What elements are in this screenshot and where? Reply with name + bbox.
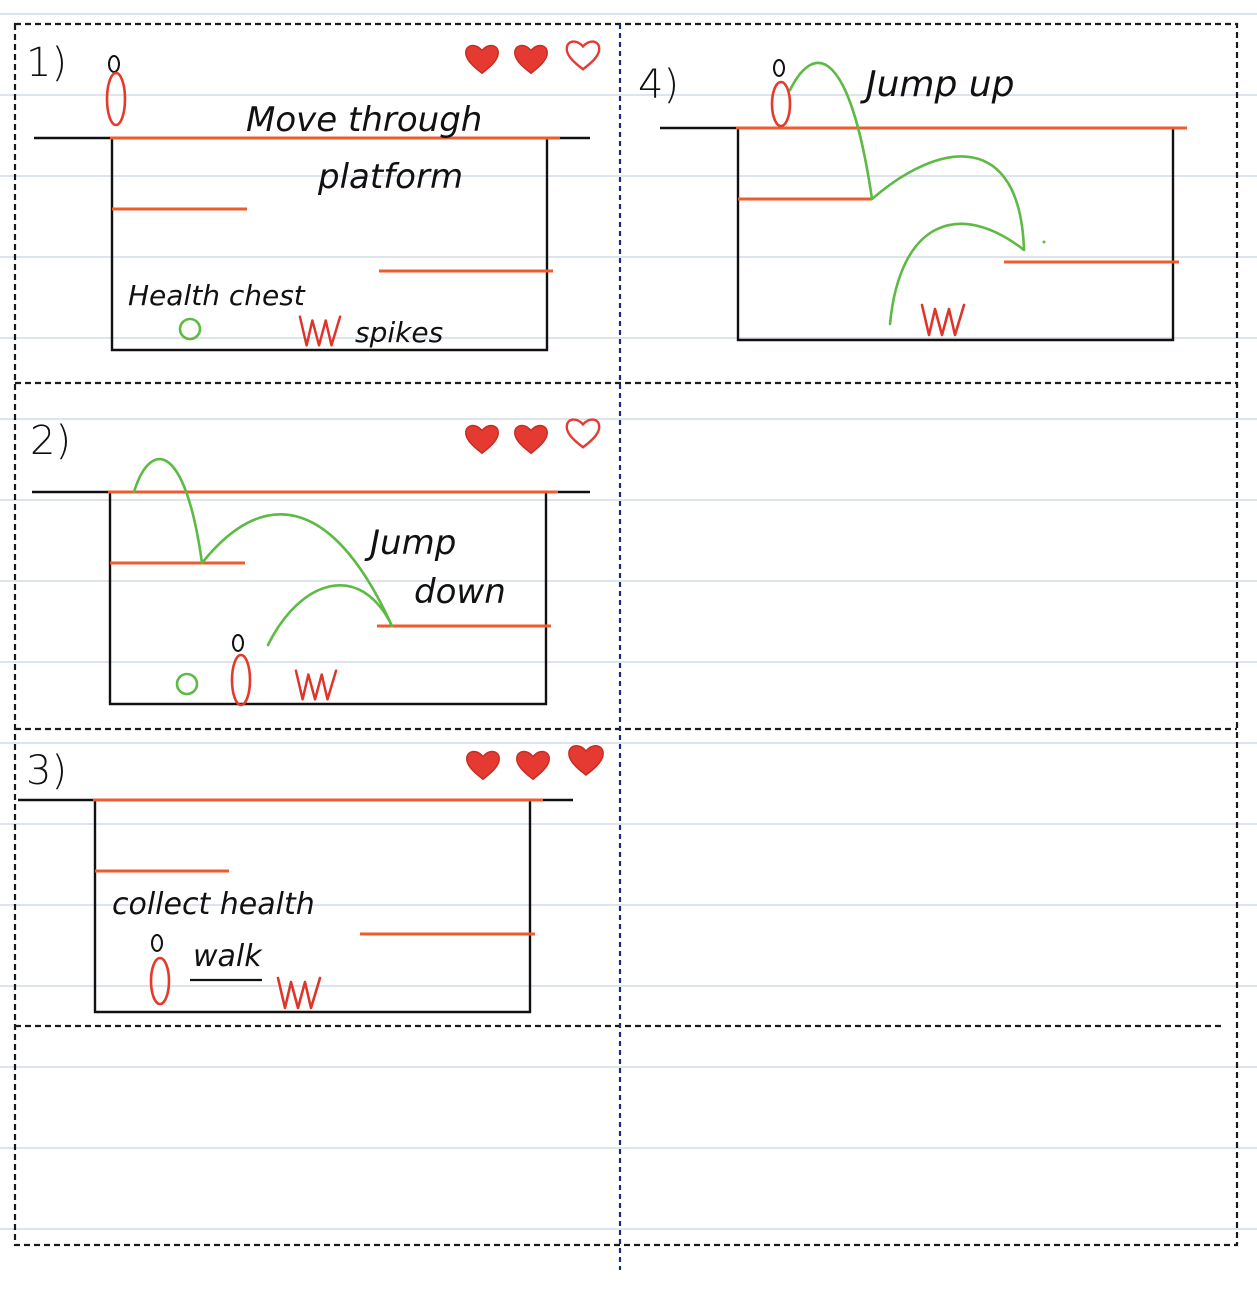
label-spikes: spikes <box>355 316 443 349</box>
heart-full-icon <box>516 750 550 780</box>
panel-number: 3) <box>26 748 67 794</box>
storyboard-frames <box>13 22 1239 1247</box>
caption-line-1: collect health <box>112 887 315 922</box>
panel-number: 2) <box>30 418 71 464</box>
pit-outline <box>32 490 590 706</box>
label-health-chest: Health chest <box>128 279 306 312</box>
caption-line-2: walk <box>193 939 263 974</box>
panel-1: 1) Move through platform Health chest sp… <box>26 40 601 352</box>
heart-full-icon <box>568 745 604 776</box>
hearts-row <box>465 40 601 74</box>
hearts-row <box>466 745 604 780</box>
spikes-icon <box>294 669 338 701</box>
heart-outline-icon <box>565 418 601 449</box>
hearts-row <box>465 418 601 454</box>
panel-2: 2) Jump down <box>30 418 601 707</box>
panel-3: 3) collect health walk <box>18 745 604 1014</box>
notebook-lines <box>0 13 1257 1230</box>
heart-outline-icon <box>565 40 601 71</box>
player-stick-figure-icon <box>105 55 127 127</box>
panel-number: 1) <box>26 40 67 86</box>
arc-end-dot <box>1042 240 1046 244</box>
caption-line-1: Jump <box>364 523 456 563</box>
caption-line-2: down <box>414 572 506 612</box>
spikes-icon <box>298 315 342 347</box>
jump-arcs <box>132 457 394 647</box>
heart-full-icon <box>465 44 499 74</box>
spikes-icon <box>920 303 966 337</box>
caption-line-1: Jump up <box>860 64 1014 105</box>
panel-number: 4) <box>638 62 679 108</box>
heart-full-icon <box>465 424 499 454</box>
heart-full-icon <box>514 44 548 74</box>
spikes-icon <box>276 976 322 1010</box>
player-stick-figure-icon <box>230 634 252 707</box>
player-stick-figure-icon <box>149 934 171 1006</box>
health-chest-circle-icon <box>175 672 199 696</box>
heart-full-icon <box>466 750 500 780</box>
caption-line-1: Move through <box>246 100 482 140</box>
caption-line-2: platform <box>317 157 463 197</box>
panel-4: 4) Jump up <box>638 59 1187 342</box>
jump-arcs <box>788 61 1026 326</box>
heart-full-icon <box>514 424 548 454</box>
health-chest-circle-icon <box>178 317 202 341</box>
player-stick-figure-icon <box>770 59 792 128</box>
pit-outline <box>34 136 590 352</box>
